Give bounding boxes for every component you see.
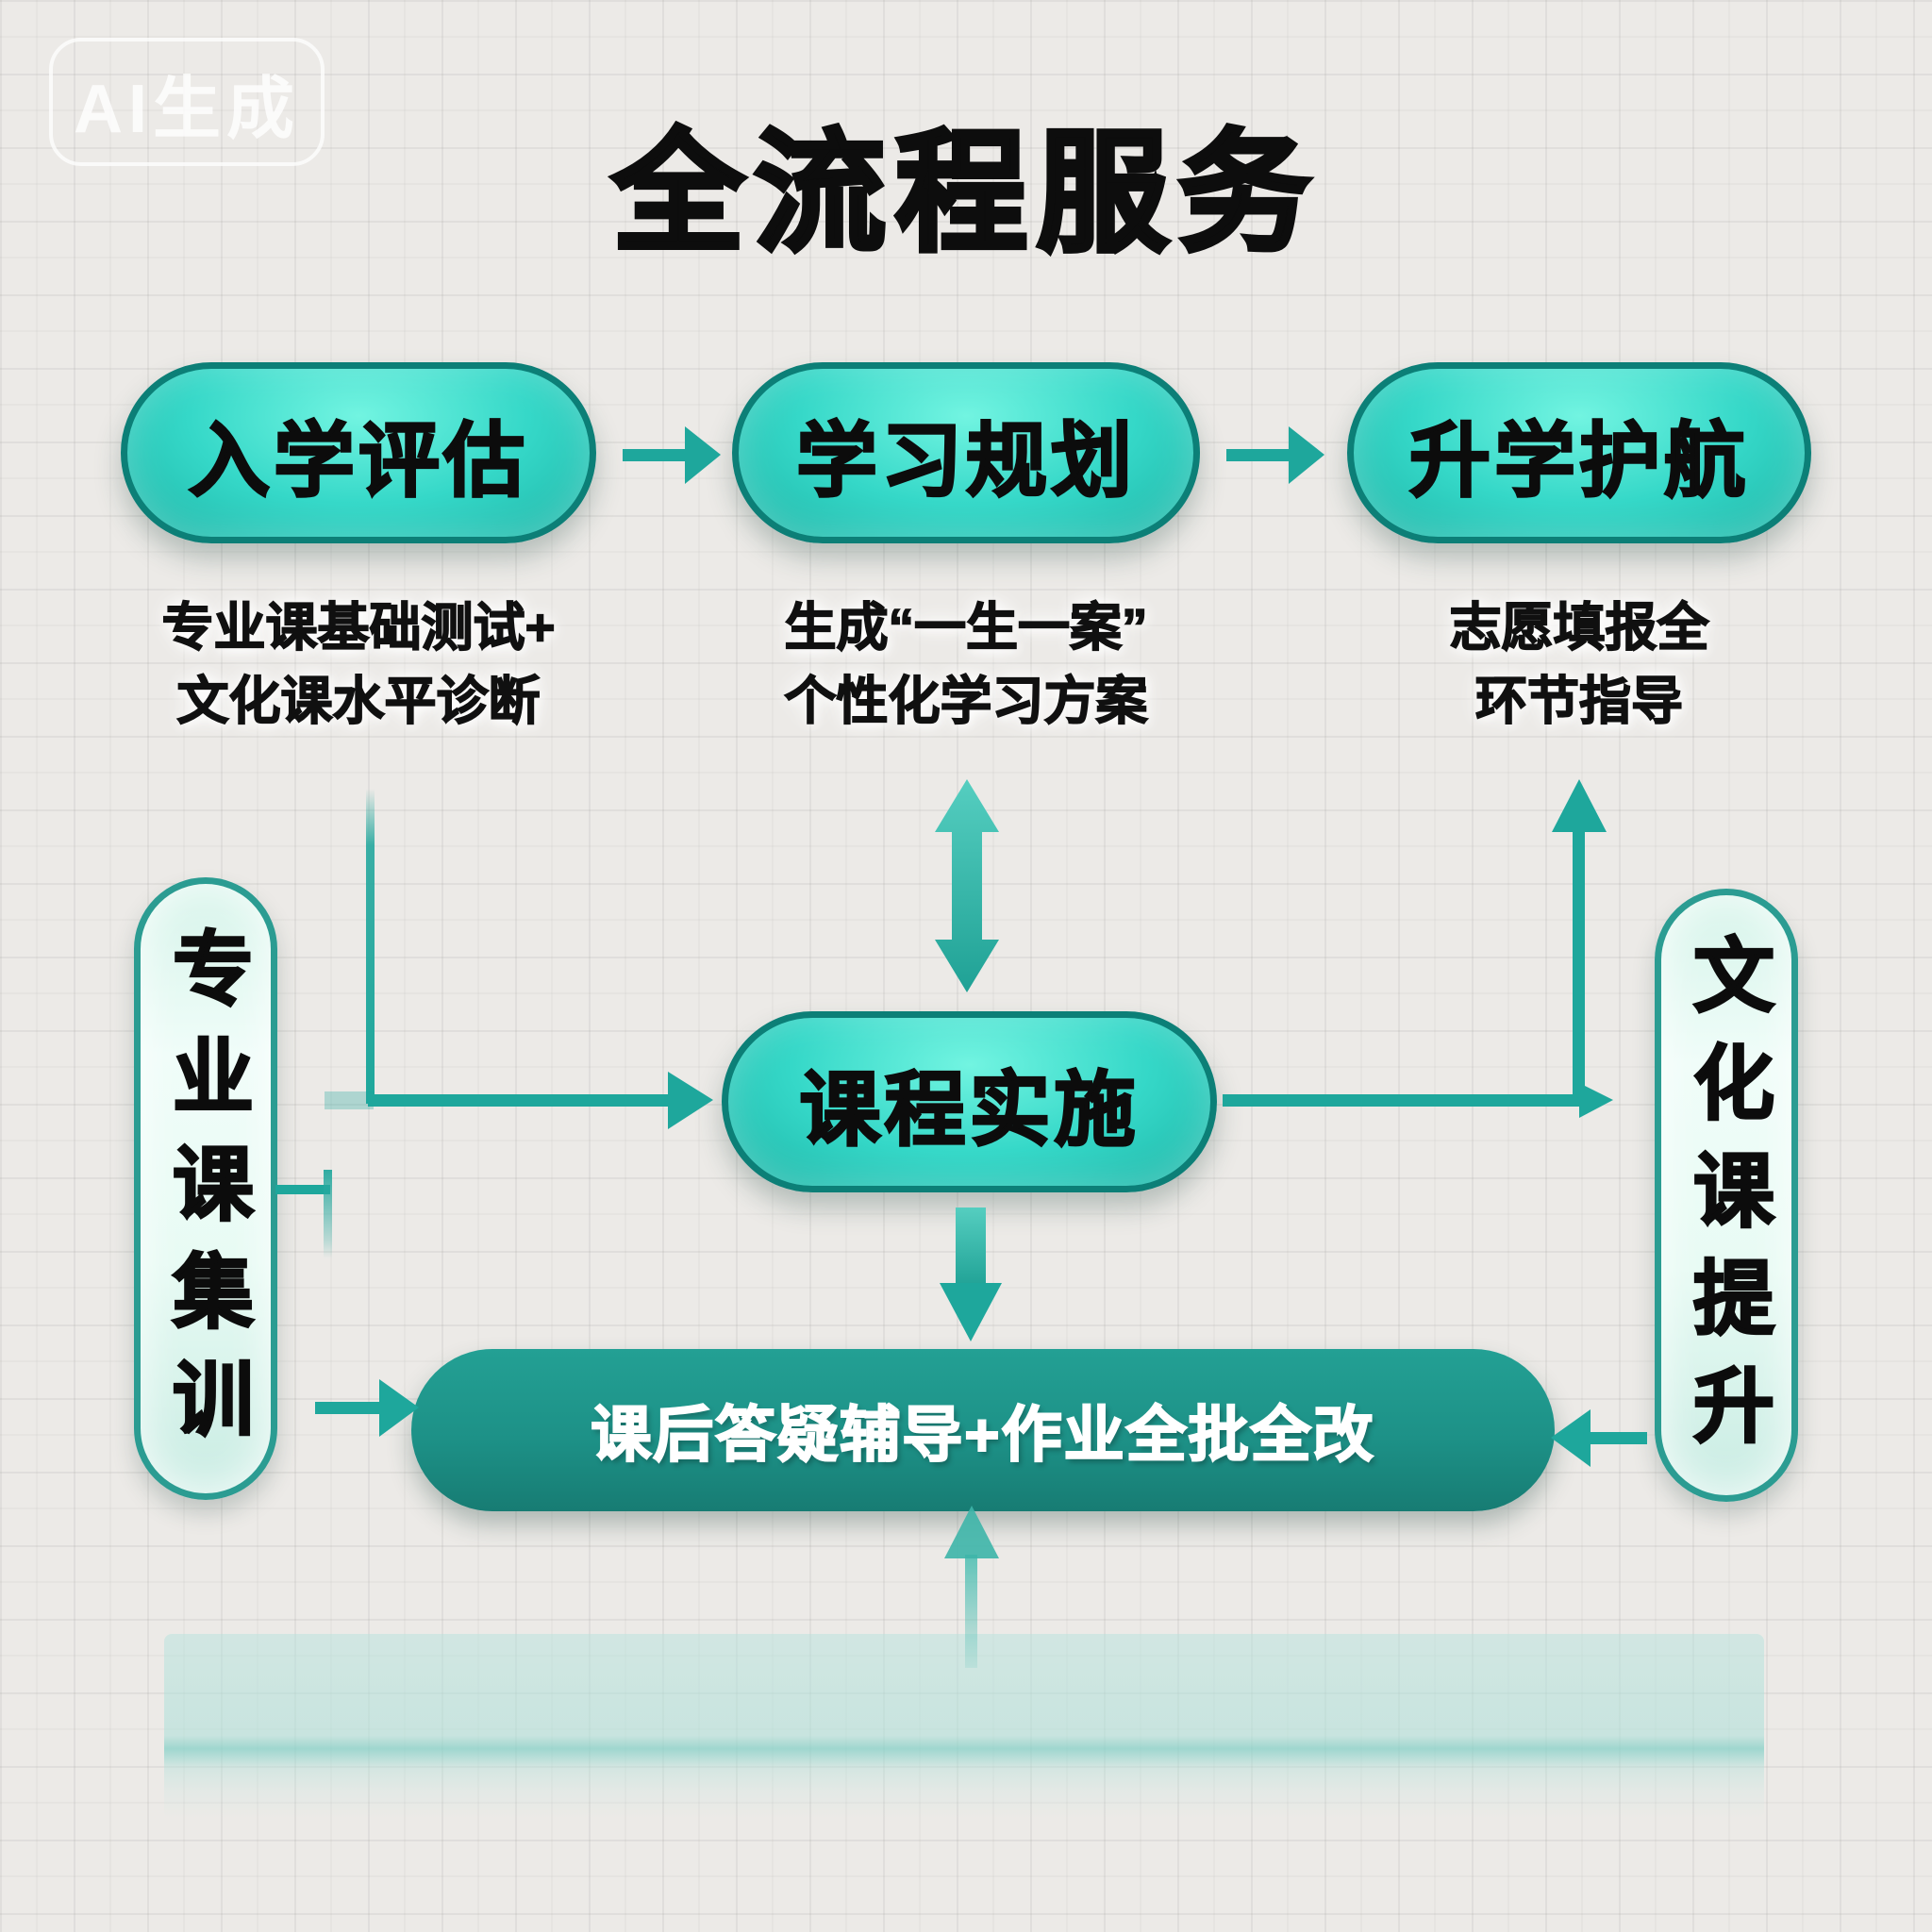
ai-generated-label: AI生成 [73,71,300,147]
arrow-assessment-to-planning [623,426,721,484]
desc-line: 环节指导 [1474,671,1684,731]
node-study-planning: 学习规划 [732,362,1200,543]
connector-left-pill-stub [275,1170,332,1258]
node-enrollment-assessment: 入学评估 [121,362,596,543]
page-title: 全流程服务 [609,117,1320,270]
node-advancement-escort-label: 升学护航 [1408,414,1749,508]
node-tutoring-homework-label: 课后答疑辅导+作业全批全改 [590,1400,1375,1470]
connector-implementation-to-escort [1223,779,1613,1118]
bottom-highlight-band [164,1634,1764,1819]
node-enrollment-assessment-label: 入学评估 [188,414,528,508]
node-course-implementation: 课程实施 [722,1011,1217,1192]
node-tutoring-homework-bar: 课后答疑辅导+作业全批全改 [411,1349,1555,1511]
arrow-planning-implementation-two-way [935,779,999,992]
arrow-right-pill-to-tutoring [1551,1409,1647,1467]
desc-line: 专业课基础测试+ [161,597,557,658]
node-study-planning-label: 学习规划 [795,414,1136,508]
ai-generated-badge: AI生成 [49,38,325,166]
desc-advancement-escort: 志愿填报全 环节指导 [1296,591,1862,738]
arrow-implementation-to-tutoring [940,1208,1002,1341]
desc-study-planning: 生成“一生一案” 个性化学习方案 [683,591,1249,738]
arrow-planning-to-escort [1226,426,1324,484]
desc-line: 个性化学习方案 [784,671,1149,731]
node-cultural-course-improvement: 文化课提升 [1655,889,1798,1502]
node-professional-course-training: 专业课集训 [134,877,277,1500]
arrow-left-pill-to-tutoring [315,1379,419,1437]
desc-line: 生成“一生一案” [784,597,1149,658]
desc-enrollment-assessment: 专业课基础测试+ 文化课水平诊断 [75,591,641,738]
connector-assessment-to-implementation [325,789,713,1129]
desc-line: 志愿填报全 [1449,597,1710,658]
node-advancement-escort: 升学护航 [1347,362,1811,543]
node-professional-course-training-label: 专业课集训 [158,925,252,1466]
node-course-implementation-label: 课程实施 [798,1063,1140,1157]
node-cultural-course-improvement-label: 文化课提升 [1679,932,1773,1473]
desc-line: 文化课水平诊断 [176,671,541,731]
